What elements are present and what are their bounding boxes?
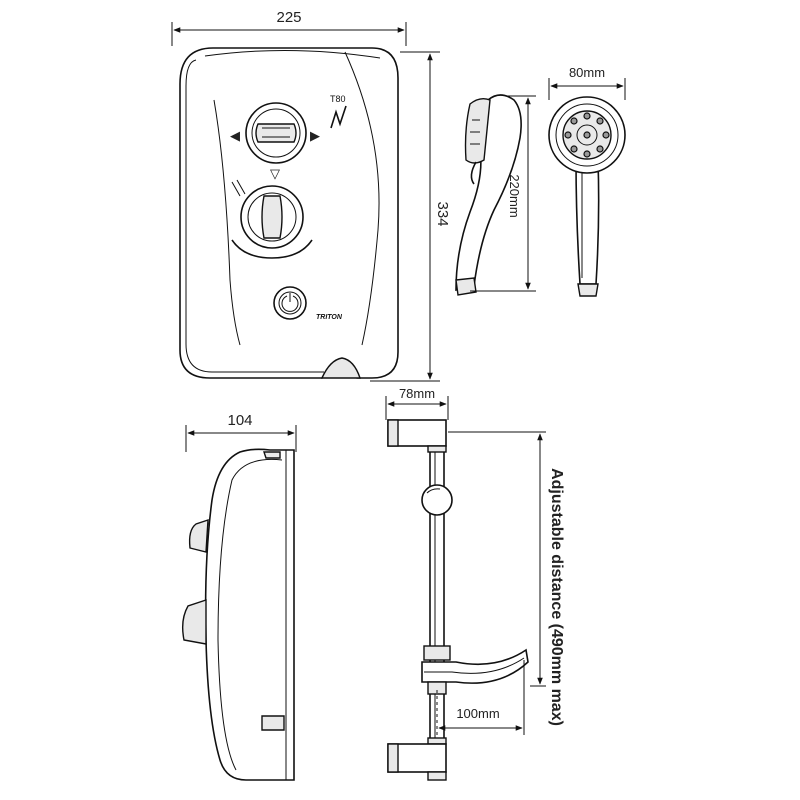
temperature-dial[interactable] bbox=[245, 102, 307, 164]
side-inner-contour bbox=[217, 458, 283, 771]
depth-dimension-label: 104 bbox=[227, 412, 252, 429]
unit-side-view: 104 bbox=[181, 412, 297, 781]
handset-connector bbox=[455, 277, 477, 296]
side-temperature-knob bbox=[188, 519, 209, 553]
riser-slider-ball[interactable] bbox=[421, 484, 453, 516]
model-label: T80 bbox=[330, 94, 346, 104]
unit-bottom-cover bbox=[320, 357, 361, 379]
off-position-mark-icon bbox=[231, 179, 246, 197]
side-bottom-inlet bbox=[261, 715, 285, 731]
handset-holder[interactable] bbox=[421, 645, 529, 695]
riser-rail-view: 78mm 100mm bbox=[385, 386, 565, 781]
side-body-outline bbox=[204, 448, 295, 781]
top-wall-bracket bbox=[387, 419, 447, 453]
power-selector-dial[interactable] bbox=[240, 185, 304, 249]
handset-nozzle-rows bbox=[470, 119, 480, 145]
brand-label: TRITON bbox=[316, 314, 343, 321]
slider-ball-highlight bbox=[426, 488, 441, 494]
dial-down-arrow-icon: ▽ bbox=[270, 166, 280, 181]
front-view: 225 334 T80 ◀ ▶ ▽ bbox=[171, 9, 451, 382]
model-mark-icon bbox=[330, 105, 347, 129]
riser-rail-tube bbox=[429, 431, 445, 777]
handset-front-connector bbox=[577, 283, 599, 297]
height-dimension-label: 334 bbox=[434, 201, 451, 226]
bracket-depth-label: 78mm bbox=[399, 386, 435, 401]
holder-projection-label: 100mm bbox=[456, 706, 499, 721]
handset-head-label: 80mm bbox=[569, 65, 605, 80]
side-power-knob bbox=[181, 599, 207, 645]
dial-left-arrow-icon: ◀ bbox=[230, 128, 240, 143]
handset-nozzles bbox=[564, 112, 610, 158]
unit-top-cap bbox=[204, 49, 381, 59]
width-dimension-label: 225 bbox=[276, 9, 301, 26]
handset-side-view: 220mm bbox=[455, 94, 536, 296]
bottom-wall-bracket bbox=[387, 737, 447, 781]
handset-head-ring bbox=[555, 103, 619, 167]
handset-center-ring bbox=[576, 124, 598, 146]
unit-swoosh-right bbox=[344, 51, 380, 346]
unit-inner-contour bbox=[185, 59, 324, 373]
handset-length-label: 220mm bbox=[507, 174, 522, 217]
adjustable-distance-label: Adjustable distance (490mm max) bbox=[548, 468, 565, 726]
power-arc-mark-icon bbox=[231, 239, 313, 259]
start-stop-button[interactable] bbox=[273, 286, 307, 320]
handset-handle bbox=[575, 159, 600, 285]
side-top-tab bbox=[263, 451, 281, 459]
handset-hook-icon bbox=[470, 161, 477, 185]
handset-front-view: 80mm bbox=[548, 65, 626, 297]
unit-swoosh-left bbox=[213, 99, 241, 346]
dial-right-arrow-icon: ▶ bbox=[310, 128, 320, 143]
